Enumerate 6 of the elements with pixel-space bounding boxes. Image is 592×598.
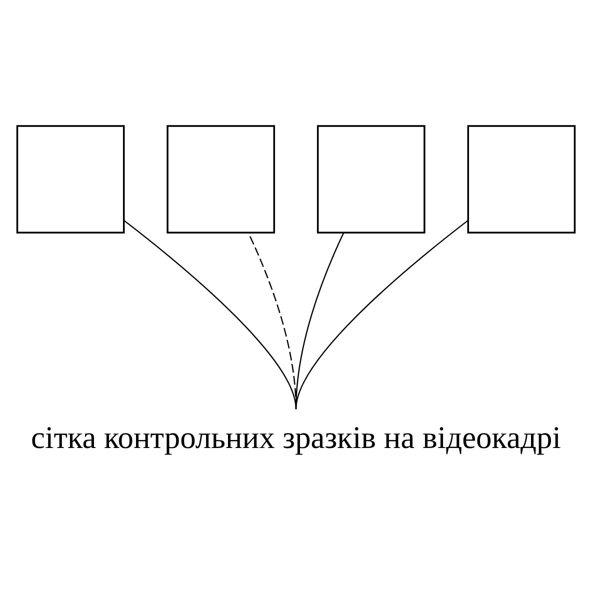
node-box [316,125,426,234]
node-box [166,125,276,234]
node-box [467,125,576,234]
node-box [16,125,125,234]
node-text: сітка контрольних зразків на відеокадрі [31,420,561,456]
connector [295,220,468,410]
